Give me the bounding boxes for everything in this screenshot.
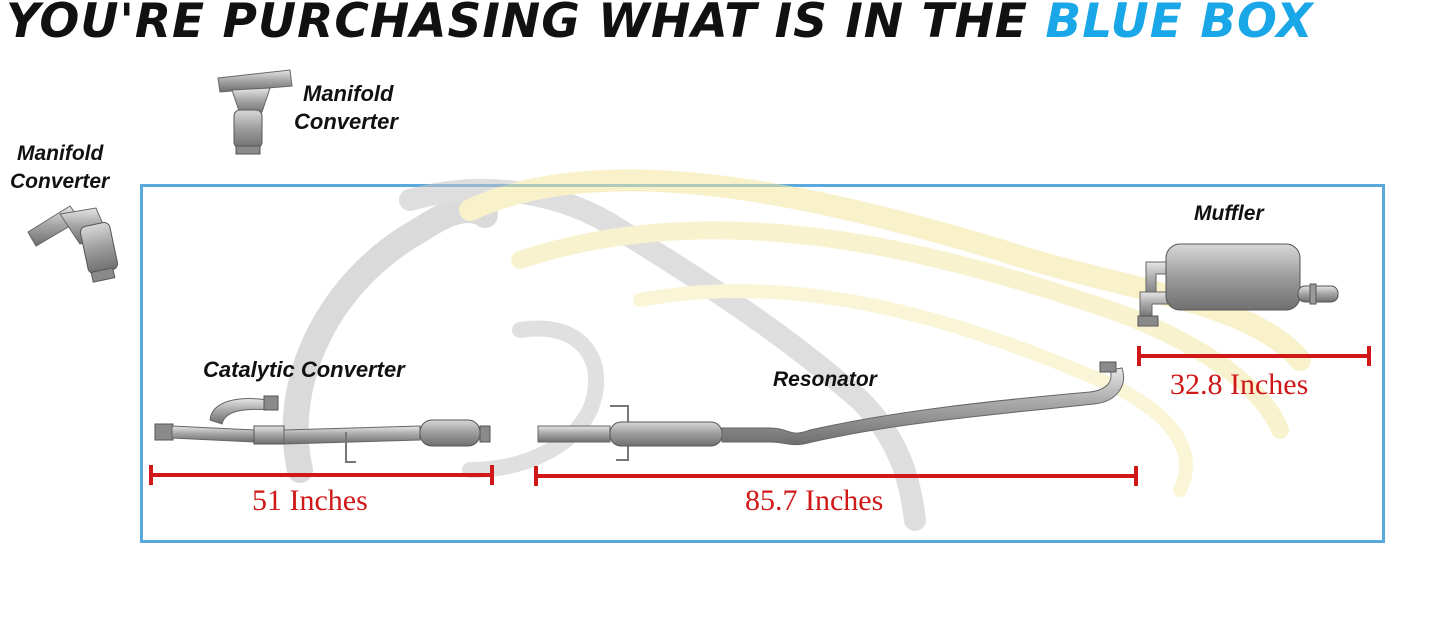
manifold-converter-top-image [217, 69, 293, 155]
resonator-image [537, 361, 1124, 461]
manifold-top-line1: Manifold [303, 81, 394, 106]
catalytic-converter-label: Catalytic Converter [203, 357, 405, 382]
measure-line-muffler [1137, 346, 1371, 366]
manifold-left-line1: Manifold [17, 142, 104, 165]
manifold-top-label: Manifold Converter [294, 80, 398, 136]
catalytic-length-text: 51 Inches [252, 484, 368, 517]
headline-accent: BLUE BOX [1045, 0, 1314, 49]
catalytic-converter-image [154, 395, 491, 463]
manifold-converter-left-image [27, 205, 119, 283]
muffler-length-text: 32.8 Inches [1170, 368, 1309, 401]
resonator-length-text: 85.7 Inches [745, 484, 884, 517]
manifold-left-line2: Converter [10, 170, 110, 193]
measure-line-resonator [534, 466, 1138, 486]
muffler-label: Muffler [1194, 202, 1264, 225]
resonator-label: Resonator [773, 368, 877, 391]
muffler-image [1137, 243, 1339, 327]
headline-main: YOU'RE PURCHASING WHAT IS IN THE [6, 0, 1046, 49]
measure-line-catalytic [149, 465, 494, 485]
headline: YOU'RE PURCHASING WHAT IS IN THE BLUE BO… [6, 0, 1314, 49]
horse-watermark [282, 169, 1311, 531]
manifold-top-line2: Converter [294, 109, 398, 134]
manifold-left-label: Manifold Converter [10, 140, 109, 196]
